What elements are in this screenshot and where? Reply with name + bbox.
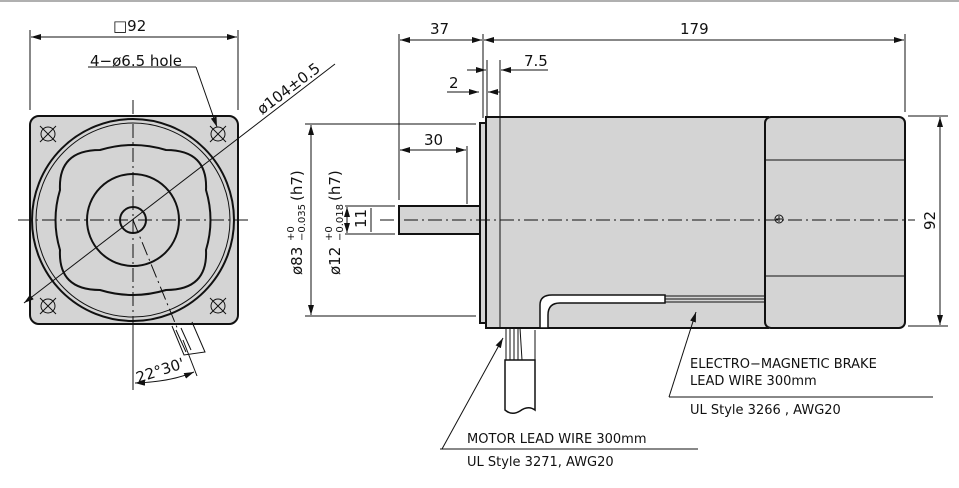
svg-text:ø83: ø83 xyxy=(288,247,306,275)
hole-icon xyxy=(209,297,227,315)
hole-icon xyxy=(209,125,227,143)
motor-body xyxy=(485,116,769,329)
brake-housing xyxy=(764,116,906,329)
motor-wire-spec: UL Style 3271, AWG20 xyxy=(467,455,614,470)
svg-text:(h7): (h7) xyxy=(288,170,306,201)
svg-text:(h7): (h7) xyxy=(326,170,344,201)
brake-wire-line1: ELECTRO−MAGNETIC BRAKE xyxy=(690,357,877,372)
svg-text:+0: +0 xyxy=(286,226,297,241)
length-dim: 179 xyxy=(680,20,709,38)
hole-icon xyxy=(39,297,57,315)
key-height-dim: 11 xyxy=(352,209,370,228)
key-length-dim: 30 xyxy=(424,131,443,149)
square-dim: □92 xyxy=(113,17,146,35)
flange-dim-a: 7.5 xyxy=(524,52,548,70)
mounting-holes xyxy=(39,125,227,315)
pilot-dim-label: ø83 +0 −0.035 (h7) xyxy=(286,170,308,275)
svg-text:+0: +0 xyxy=(324,226,335,241)
svg-text:−0.035: −0.035 xyxy=(297,204,308,241)
screw-icon xyxy=(774,214,784,224)
flange-dim-b: 2 xyxy=(449,74,459,92)
pcd-dim: ø104±0.5 xyxy=(254,59,324,118)
side-view: ELECTRO−MAGNETIC BRAKE LEAD WIRE 300mm U… xyxy=(286,20,948,470)
top-border xyxy=(0,0,959,2)
height-dim: 92 xyxy=(921,211,939,230)
svg-text:ø12: ø12 xyxy=(326,247,344,275)
hole-note: 4−ø6.5 hole xyxy=(90,52,182,70)
inner-housing xyxy=(54,144,212,296)
brake-wire-spec: UL Style 3266 , AWG20 xyxy=(690,403,841,418)
angle-dim: 22°30' xyxy=(134,354,187,387)
brake-wire-line2: LEAD WIRE 300mm xyxy=(690,374,817,389)
shaft-dim-label: ø12 +0 −0.018 (h7) xyxy=(324,170,346,275)
svg-text:−0.018: −0.018 xyxy=(335,204,346,241)
motor-wire-line1: MOTOR LEAD WIRE 300mm xyxy=(467,432,647,447)
shaft-length-dim: 37 xyxy=(430,20,449,38)
front-view: 22°30' □92 4−ø6.5 hole ø104±0.5 xyxy=(18,17,336,390)
hole-icon xyxy=(39,125,57,143)
